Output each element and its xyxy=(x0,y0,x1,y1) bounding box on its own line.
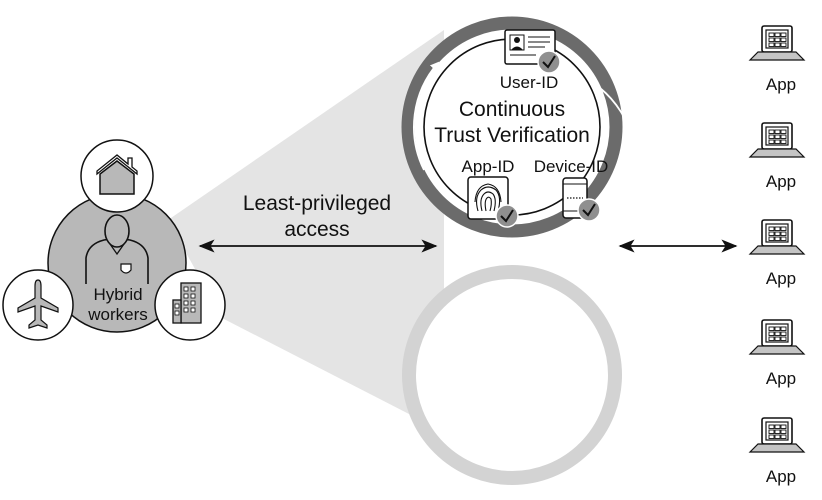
app-label: App xyxy=(766,369,796,388)
app-item: App xyxy=(749,122,805,191)
app-laptop-icon xyxy=(749,122,805,158)
checkmark-icon xyxy=(577,198,601,222)
cycle-arrow-left xyxy=(413,61,440,171)
access-label-line1: Least-privileged xyxy=(243,192,391,215)
lower-ring xyxy=(402,265,622,485)
app-laptop-icon xyxy=(749,25,805,61)
hub-label-line1: Hybrid xyxy=(93,285,142,304)
app-label: App xyxy=(766,75,796,94)
checkmark-icon xyxy=(495,204,519,228)
projection-cone xyxy=(168,30,444,432)
app-item: App xyxy=(749,219,805,288)
airplane-icon xyxy=(17,279,59,329)
checkmark-icon xyxy=(537,50,561,74)
access-label-line2: access xyxy=(284,218,349,241)
cycle-arrow-right xyxy=(599,87,637,207)
user-id-label: User-ID xyxy=(500,73,559,92)
id-card-icon xyxy=(504,29,556,65)
office-building-icon xyxy=(172,282,202,324)
app-id-label: App-ID xyxy=(462,157,515,176)
verification-title-line1: Continuous xyxy=(459,98,565,121)
house-icon xyxy=(96,154,138,195)
device-id-label: Device-ID xyxy=(534,157,609,176)
app-laptop-icon xyxy=(749,417,805,453)
app-laptop-icon xyxy=(749,219,805,255)
app-label: App xyxy=(766,467,796,486)
hub-label-line2: workers xyxy=(87,305,148,324)
app-item: App xyxy=(749,319,805,388)
worker-icon xyxy=(85,214,149,284)
app-label: App xyxy=(766,269,796,288)
app-item: App xyxy=(749,417,805,486)
app-label: App xyxy=(766,172,796,191)
app-item: App xyxy=(749,25,805,94)
verification-title-line2: Trust Verification xyxy=(434,124,590,147)
app-laptop-icon xyxy=(749,319,805,355)
